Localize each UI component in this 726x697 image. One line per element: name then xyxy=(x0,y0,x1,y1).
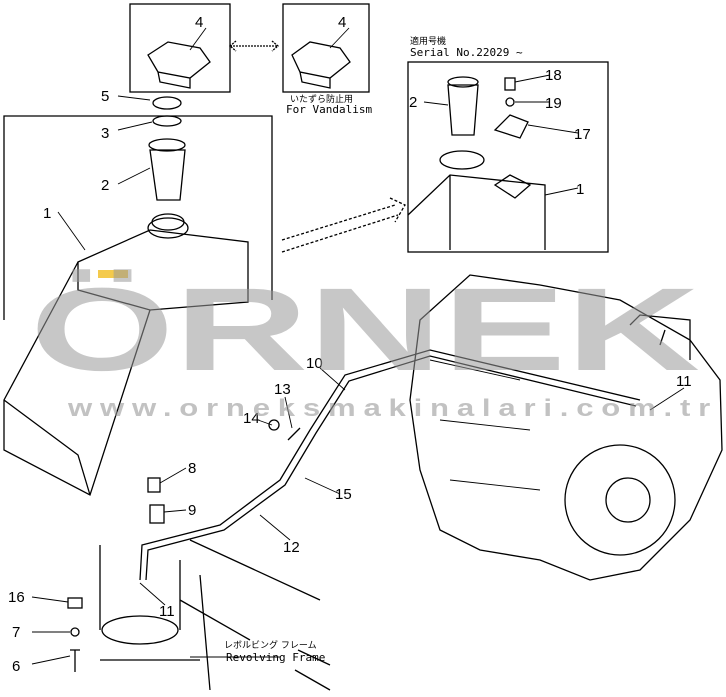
drain-pipe xyxy=(139,349,641,581)
watermark: ÖRNEK www.orneksmakinalari.com.tr xyxy=(30,264,718,422)
callout-6: 6 xyxy=(12,658,20,675)
callout-4-cap-vandalism: 4 xyxy=(338,14,346,31)
hydraulic-tank-box xyxy=(3,96,273,496)
vandalism-label: For Vandalism xyxy=(286,103,372,116)
detail-arrow xyxy=(281,197,406,253)
callout-19: 19 xyxy=(545,95,562,112)
callout-3: 3 xyxy=(101,125,109,142)
callout-7: 7 xyxy=(12,624,20,641)
callout-13: 13 xyxy=(274,381,291,398)
callout-1: 1 xyxy=(43,205,51,222)
watermark-accent xyxy=(98,270,128,278)
callout-12: 12 xyxy=(283,539,300,556)
engine xyxy=(409,274,723,581)
cap-box-vandalism xyxy=(282,3,370,93)
frame-label: Revolving Frame xyxy=(226,651,325,664)
watermark-url: www.orneksmakinalari.com.tr xyxy=(67,395,718,422)
revolving-frame xyxy=(67,539,331,691)
callout-4-cap: 4 xyxy=(195,14,203,31)
serial-note: Serial No.22029 ~ xyxy=(410,46,523,59)
callout-15: 15 xyxy=(335,486,352,503)
callout-18: 18 xyxy=(545,67,562,84)
callout-10: 10 xyxy=(306,355,323,372)
callout-11-engine: 11 xyxy=(676,373,692,390)
callout-8: 8 xyxy=(188,460,196,477)
callout-11: 11 xyxy=(159,603,175,620)
interchange-arrow xyxy=(228,40,280,52)
watermark-brand: ÖRNEK xyxy=(30,264,700,396)
cap-box-standard xyxy=(129,3,231,93)
serial-detail-box xyxy=(407,61,609,253)
callout-5: 5 xyxy=(101,88,109,105)
vandalism-jp: いたずら防止用 xyxy=(290,93,353,105)
callout-1-detail: 1 xyxy=(576,181,584,198)
callout-17: 17 xyxy=(574,126,591,143)
leader-lines xyxy=(31,27,685,665)
callout-14: 14 xyxy=(243,410,260,427)
callout-16: 16 xyxy=(8,589,25,606)
serial-note-jp: 適用号機 xyxy=(410,35,446,47)
callout-9: 9 xyxy=(188,502,196,519)
frame-label-jp: レボルビング フレーム xyxy=(224,639,317,651)
callout-2-detail: 2 xyxy=(409,94,417,111)
callout-2: 2 xyxy=(101,177,109,194)
